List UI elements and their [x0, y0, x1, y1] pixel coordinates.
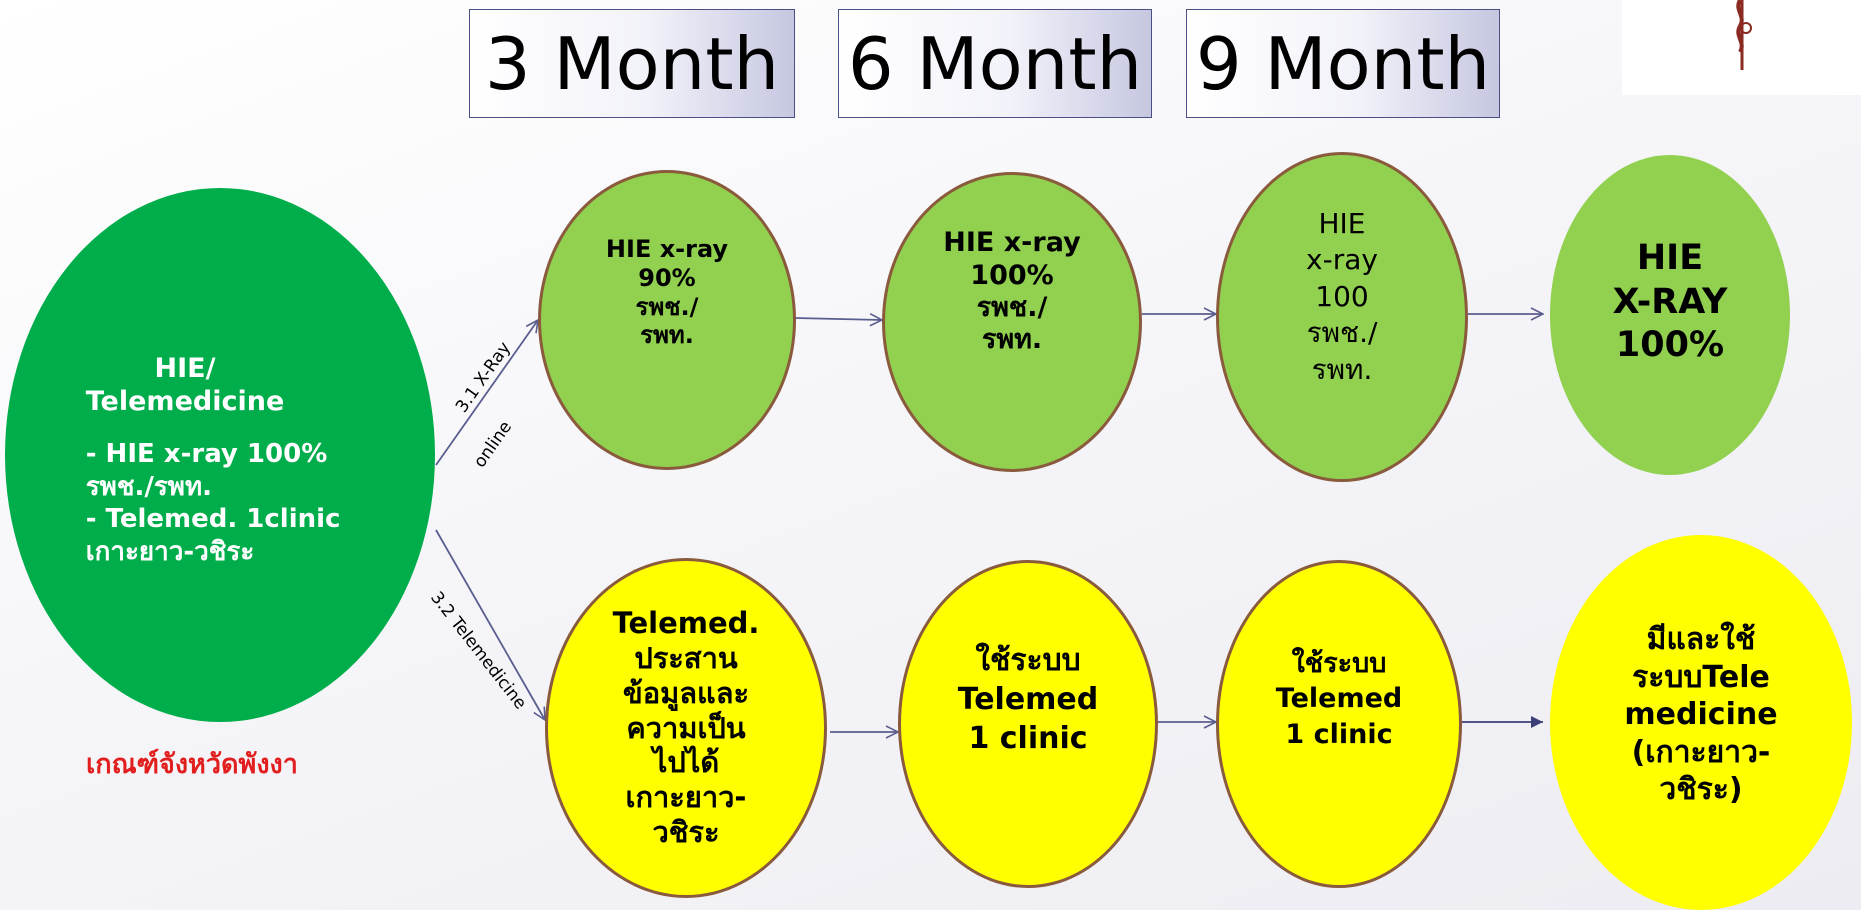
header-6-month: 6 Month [838, 9, 1152, 118]
node-bottom-3-month: Telemed. ประสาน ข้อมูลและ ความเป็น ไปได้… [545, 558, 827, 898]
logo [1622, 0, 1861, 95]
arrow-origin-to-bottom-1 [435, 529, 545, 720]
arrow-origin-to-top-1 [435, 320, 538, 466]
caduceus-icon [1736, 0, 1752, 70]
node-bottom-6-month: ใช้ระบบ Telemed 1 clinic [898, 560, 1158, 888]
node-top-goal: HIE X-RAY 100% [1550, 155, 1790, 475]
node-text: มีและใช้ ระบบTele medicine (เกาะยาว- วชิ… [1624, 622, 1778, 808]
node-top-9-month: HIE x-ray 100 รพช./ รพท. [1216, 152, 1468, 482]
node-top-3-month: HIE x-ray 90% รพช./ รพท. [538, 170, 796, 470]
header-label: 9 Month [1195, 21, 1491, 106]
node-text: ใช้ระบบ Telemed 1 clinic [957, 642, 1099, 756]
node-text: ใช้ระบบ Telemed 1 clinic [1275, 648, 1403, 750]
header-9-month: 9 Month [1186, 9, 1500, 118]
node-bottom-9-month: ใช้ระบบ Telemed 1 clinic [1216, 560, 1462, 888]
node-text: HIE x-ray 90% รพช./ รพท. [605, 234, 729, 350]
node-text: HIE x-ray 100 รพช./ รพท. [1306, 207, 1378, 386]
header-label: 3 Month [484, 21, 780, 106]
node-origin-hie-telemedicine: HIE/ Telemedicine - HIE x-ray 100% รพช./… [5, 188, 435, 722]
node-text: HIE x-ray 100% รพช./ รพท. [943, 227, 1081, 356]
header-label: 6 Month [847, 21, 1143, 106]
node-top-6-month: HIE x-ray 100% รพช./ รพท. [882, 172, 1142, 472]
origin-title: HIE/ Telemedicine [85, 352, 285, 418]
node-text: Telemed. ประสาน ข้อมูลและ ความเป็น ไปได้… [612, 606, 760, 849]
header-3-month: 3 Month [469, 9, 795, 118]
node-text: HIE X-RAY 100% [1612, 237, 1728, 366]
arrow-top-1-to-top-2 [794, 318, 882, 320]
node-bottom-goal: มีและใช้ ระบบTele medicine (เกาะยาว- วชิ… [1550, 535, 1852, 910]
origin-items: - HIE x-ray 100% รพช./รพท. - Telemed. 1c… [85, 439, 341, 567]
origin-caption: เกณฑ์จังหวัดพังงา [86, 749, 298, 780]
